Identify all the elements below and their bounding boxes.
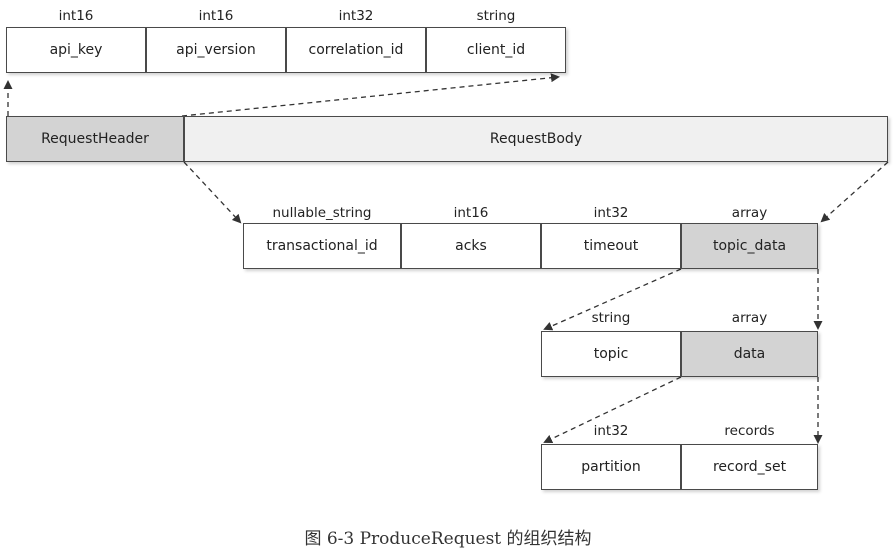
arrow-data-to-partition — [543, 376, 682, 444]
type-label: int16 — [198, 8, 234, 24]
field-data: data — [681, 331, 818, 377]
field-transactional-id: transactional_id — [243, 223, 401, 269]
field-topic: topic — [541, 331, 681, 377]
type-label: array — [731, 205, 768, 221]
type-label: string — [476, 8, 516, 24]
arrow-topic-data-to-topic — [543, 268, 682, 331]
request-body-block: RequestBody — [184, 116, 888, 162]
type-label: int16 — [58, 8, 94, 24]
field-timeout: timeout — [541, 223, 681, 269]
figure-caption: 图 6-3 ProduceRequest 的组织结构 — [304, 529, 592, 549]
arrow-header-to-client-id — [181, 73, 560, 117]
type-label: nullable_string — [272, 205, 372, 221]
field-acks: acks — [401, 223, 541, 269]
type-label: int16 — [453, 205, 489, 221]
field-record-set: record_set — [681, 444, 818, 490]
request-header-block: RequestHeader — [6, 116, 184, 162]
type-label: int32 — [593, 205, 629, 221]
type-label: int32 — [593, 423, 629, 439]
arrow-body-to-topic-data — [820, 161, 889, 223]
field-correlation-id: correlation_id — [286, 27, 426, 73]
arrow-header-to-transactional-id — [183, 161, 242, 224]
field-topic-data: topic_data — [681, 223, 818, 269]
type-label: array — [731, 310, 768, 326]
field-api-version: api_version — [146, 27, 286, 73]
field-api-key: api_key — [6, 27, 146, 73]
type-label: int32 — [338, 8, 374, 24]
type-label: string — [591, 310, 631, 326]
field-partition: partition — [541, 444, 681, 490]
type-label: records — [724, 423, 775, 439]
field-client-id: client_id — [426, 27, 566, 73]
